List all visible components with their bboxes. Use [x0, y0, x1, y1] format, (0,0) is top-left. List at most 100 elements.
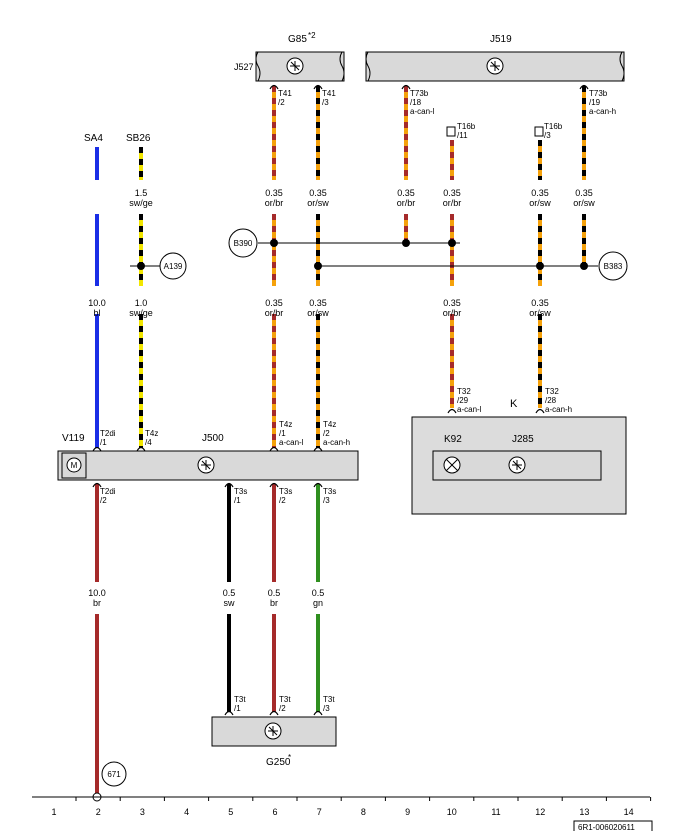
wire-color-label: or/sw [573, 198, 595, 208]
column-number: 6 [272, 807, 277, 817]
connector-t73b-18-pin: /18 [410, 98, 422, 107]
wire-color-label: or/sw [307, 308, 329, 318]
wire-size-label: 0.5 [268, 588, 281, 598]
k92-label: K92 [444, 434, 462, 445]
pin-terminal [313, 84, 323, 90]
node-a139-label: A139 [164, 262, 183, 271]
box-break-left [255, 51, 261, 82]
wire-size-label: 0.35 [575, 188, 593, 198]
wire-size-label: 10.0 [88, 298, 106, 308]
column-number: 5 [228, 807, 233, 817]
g250-label: G250 [266, 757, 291, 768]
wire-size-label: 1.5 [135, 188, 148, 198]
wire-color-label: or/br [443, 198, 462, 208]
control-unit-icon [508, 456, 526, 474]
pin-terminal [579, 84, 589, 90]
connector-t3t-1: T3t [234, 695, 246, 704]
pin-terminal [269, 446, 279, 452]
wire-size-label: 0.35 [531, 298, 549, 308]
j285-label: J285 [512, 434, 534, 445]
fuse-sa4-label: SA4 [84, 133, 103, 144]
connector-t3s-2-pin: /2 [279, 496, 286, 505]
wire-color-label: or/br [443, 308, 462, 318]
pin-terminal [136, 446, 146, 452]
junction-dot [314, 262, 322, 270]
junction-dot [402, 239, 410, 247]
box-break-right [339, 51, 345, 82]
pin-terminal [269, 482, 279, 488]
j519-label: J519 [490, 34, 512, 45]
k-label: K [510, 398, 518, 410]
wire-color-label: or/br [397, 198, 416, 208]
connector-t3s-2: T3s [279, 487, 292, 496]
wire-color-label: gn [313, 598, 323, 608]
wire-size-label: 0.35 [531, 188, 549, 198]
wire-color-label: or/br [265, 308, 284, 318]
column-number: 1 [51, 807, 56, 817]
wire-color-label: sw/ge [129, 308, 153, 318]
junction-dot [448, 239, 456, 247]
column-number: 10 [447, 807, 457, 817]
wire-size-label: 10.0 [88, 588, 106, 598]
connector-t3s-3: T3s [323, 487, 336, 496]
g85-label: G85 [288, 34, 307, 45]
plug-symbol [534, 126, 544, 137]
connector-t73b-19-pin: /19 [589, 98, 601, 107]
g250-note: * [288, 753, 291, 762]
wire-size-label: 1.0 [135, 298, 148, 308]
connector-t3s-1: T3s [234, 487, 247, 496]
connector-t4z-4: T4z [145, 429, 158, 438]
pin-terminal [535, 408, 545, 414]
pin-terminal [224, 710, 234, 716]
wire-size-label: 0.5 [312, 588, 325, 598]
connector-t3s-1-pin: /1 [234, 496, 241, 505]
pin-terminal [269, 710, 279, 716]
column-number: 7 [317, 807, 322, 817]
column-number: 2 [96, 807, 101, 817]
connector-t4z-2-signal: a-can-h [323, 438, 350, 447]
box-break-right [619, 51, 625, 82]
j500-label: J500 [202, 433, 224, 444]
pin-terminal [92, 446, 102, 452]
connector-t4z-2-pin: /2 [323, 429, 330, 438]
connector-t4z-1-pin: /1 [279, 429, 286, 438]
connector-t73b-18-signal: a-can-l [410, 107, 435, 116]
column-number: 3 [140, 807, 145, 817]
wire-size-label: 0.35 [309, 188, 327, 198]
connector-t16b-3: T16b [544, 122, 563, 131]
v119-label: V119 [62, 433, 85, 444]
connector-t32-28-signal: a-can-h [545, 405, 572, 414]
column-number: 11 [491, 807, 500, 817]
wire-color-label: or/br [265, 198, 284, 208]
wire-size-label: 0.35 [265, 298, 283, 308]
column-number: 9 [405, 807, 410, 817]
connector-t73b-18: T73b [410, 89, 429, 98]
column-number: 13 [579, 807, 589, 817]
connector-t4z-1: T4z [279, 420, 292, 429]
connector-t16b-11-pin: /11 [457, 131, 468, 140]
wire-color-label: sw/ge [129, 198, 153, 208]
junction-dot [536, 262, 544, 270]
pin-terminal [401, 84, 411, 90]
connector-t32-29: T32 [457, 387, 471, 396]
wire-size-label: 0.35 [397, 188, 415, 198]
node-a139-circle [159, 252, 187, 280]
node-671-circle [101, 761, 127, 787]
connector-t3t-1-pin: /1 [234, 704, 241, 713]
wire-color-label: br [93, 598, 101, 608]
connector-t16b-11: T16b [457, 122, 476, 131]
connector-t3t-3: T3t [323, 695, 335, 704]
pin-terminal [224, 482, 234, 488]
box-break-left [365, 51, 371, 82]
motor-icon-letter: M [71, 461, 78, 470]
wire-size-label: 0.35 [443, 298, 461, 308]
connector-t32-29-signal: a-can-l [457, 405, 482, 414]
connector-t3t-3-pin: /3 [323, 704, 330, 713]
connector-t73b-19: T73b [589, 89, 608, 98]
footer-code: 6R1-006020611 [578, 823, 635, 831]
connector-t16b-3-pin: /3 [544, 131, 551, 140]
connector-t2di-1-pin: /1 [100, 438, 107, 447]
wire-color-label: or/sw [307, 198, 329, 208]
